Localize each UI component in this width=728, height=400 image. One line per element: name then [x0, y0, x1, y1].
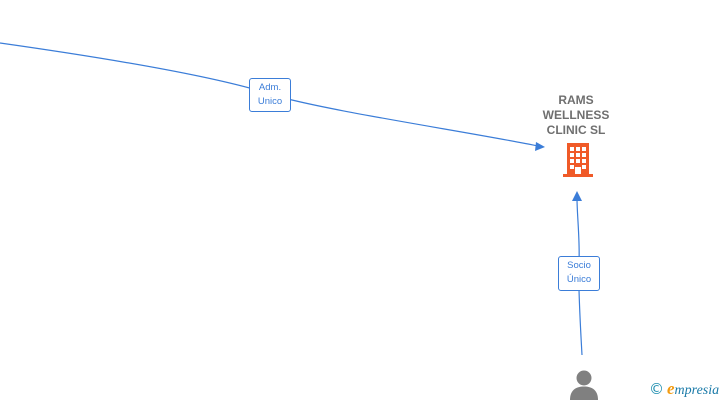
edge-socio-unico-arrow: [572, 191, 582, 201]
brand-name: mpresia: [674, 383, 720, 398]
empresia-watermark: ©empresia: [649, 379, 719, 399]
building-icon[interactable]: [562, 142, 594, 178]
edge-label-socio-unico[interactable]: Socio Único: [558, 256, 600, 291]
edge-label-line: Único: [566, 274, 592, 285]
company-name-line: CLINIC SL: [546, 123, 606, 137]
edge-label-line: Socio: [567, 260, 591, 271]
copyright-icon: ©: [649, 380, 664, 398]
edge-label-line: Adm.: [258, 82, 282, 93]
edge-label-adm-unico[interactable]: Adm. Unico: [249, 78, 291, 112]
company-name-line: WELLNESS: [542, 108, 610, 122]
company-name-line: RAMS: [558, 93, 594, 107]
edge-adm-unico-arrow: [535, 142, 545, 151]
edge-label-line: Unico: [257, 96, 283, 107]
company-name[interactable]: RAMS WELLNESS CLINIC SL: [526, 93, 626, 138]
brand-initial: e: [667, 379, 675, 398]
person-icon[interactable]: [568, 368, 600, 400]
